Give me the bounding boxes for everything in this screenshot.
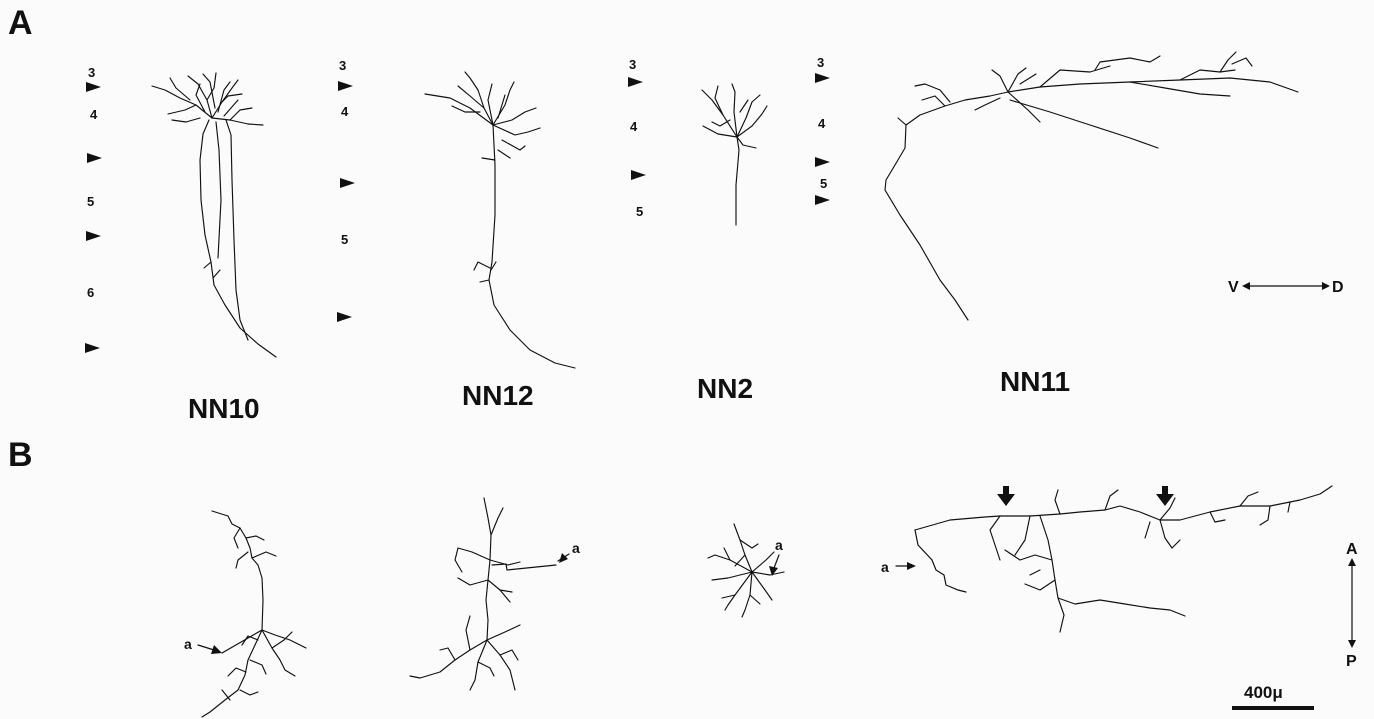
layer-label-4: 4 (341, 104, 349, 119)
bold-arrow-markers-nn11 (997, 486, 1174, 506)
layer-label-3: 3 (817, 55, 824, 70)
layer-markers-nn10: 3 4 5 6 (85, 65, 102, 353)
scale-bar: 400μ (1232, 683, 1314, 710)
neuron-nn10-coronal (152, 73, 276, 357)
axon-label: a (184, 636, 192, 652)
scale-bar-line (1232, 706, 1314, 710)
axon-arrowhead (559, 553, 568, 563)
layer-label-3: 3 (88, 65, 95, 80)
layer-label-5: 5 (341, 232, 348, 247)
neuron-nn12-tangential (410, 498, 520, 690)
scale-bar-label: 400μ (1244, 683, 1283, 702)
layer-label-5: 5 (87, 194, 94, 209)
axon-marker-nn11: a (881, 530, 966, 592)
boundary-arrowhead (340, 178, 355, 188)
panel-label-b: B (8, 436, 33, 474)
layer-markers-nn2: 3 4 5 (628, 57, 646, 219)
boundary-arrowhead (631, 170, 646, 180)
boundary-arrowhead (815, 157, 830, 167)
axon-trace (492, 564, 556, 570)
layer-label-4: 4 (90, 107, 98, 122)
arrowhead-right (1322, 282, 1330, 290)
anterior-posterior-axis: A P (1346, 541, 1358, 670)
neuron-nn10-tangential (202, 511, 306, 717)
arrowhead-left (1242, 282, 1250, 290)
cell-label-nn11: NN11 (1000, 366, 1070, 397)
boundary-arrowhead (338, 81, 353, 91)
axon-label: a (881, 559, 889, 575)
axis-label-ventral: V (1228, 279, 1239, 296)
layer-markers-nn11: 3 4 5 (815, 55, 830, 205)
boundary-arrowhead (85, 343, 100, 353)
boundary-arrowhead (815, 73, 830, 83)
axis-label-posterior: P (1346, 653, 1357, 670)
axon-arrow-line (198, 645, 214, 650)
cell-label-nn2: NN2 (697, 373, 753, 404)
axon-arrowhead (907, 562, 916, 570)
axon-label: a (775, 537, 783, 553)
boundary-arrowhead (628, 77, 643, 87)
boundary-arrowhead (337, 312, 352, 322)
layer-label-5: 5 (636, 204, 643, 219)
layer-label-3: 3 (629, 57, 636, 72)
cell-label-nn12: NN12 (462, 380, 534, 411)
layer-label-3: 3 (339, 58, 346, 73)
panel-label-a: A (8, 4, 33, 42)
layer-markers-nn12: 3 4 5 (337, 58, 355, 322)
axon-trace (915, 530, 966, 592)
neuron-nn12-coronal (425, 72, 575, 368)
cell-label-nn10: NN10 (188, 393, 260, 424)
axon-marker-nn2: a (769, 537, 783, 576)
boundary-arrowhead (86, 231, 101, 241)
layer-label-6: 6 (87, 285, 94, 300)
layer-label-4: 4 (818, 116, 826, 131)
ventral-dorsal-axis: V D (1228, 279, 1344, 296)
boundary-arrowhead (815, 195, 830, 205)
boundary-arrowhead (86, 82, 101, 92)
arrowhead-down (1348, 640, 1356, 648)
bold-arrow-down-icon (997, 494, 1015, 506)
neuron-nn11-tangential (915, 486, 1332, 632)
layer-label-4: 4 (630, 119, 638, 134)
axis-label-dorsal: D (1332, 279, 1344, 296)
axon-arrow-line (774, 555, 779, 568)
layer-label-5: 5 (820, 176, 827, 191)
axon-arrowhead (211, 645, 222, 654)
axon-marker-nn10: a (184, 630, 262, 654)
arrowhead-up (1348, 558, 1356, 566)
axis-label-anterior: A (1346, 541, 1358, 558)
neuron-nn2-coronal (702, 84, 767, 225)
boundary-arrowhead (87, 153, 102, 163)
axon-marker-nn12: a (492, 540, 580, 570)
axon-label: a (572, 540, 580, 556)
